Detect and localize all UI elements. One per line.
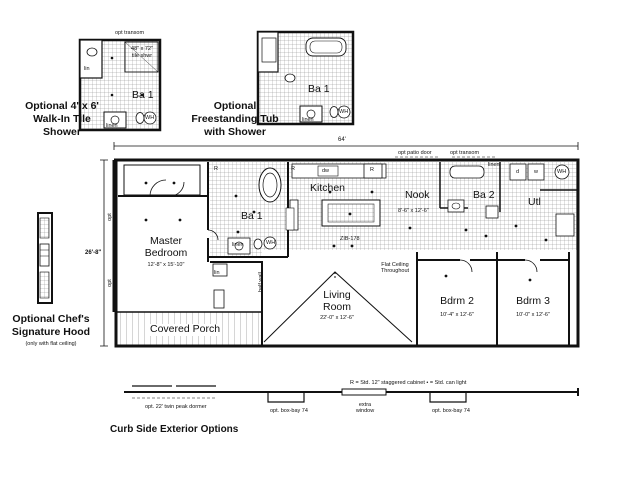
inset1-linen-label: linen [106, 123, 118, 129]
lin-label: lin [84, 66, 90, 72]
exterior-options-title: Curb Side Exterior Options [110, 424, 239, 435]
bedroom3-name: Bdrm 3 [516, 295, 550, 307]
master-bedroom-dims: 12'-8" x 15'-10" [147, 262, 185, 268]
can-light-dot [528, 278, 532, 282]
bedroom2-dims: 10'-4" x 12'-6" [440, 312, 474, 318]
utility-d-label: d [516, 169, 520, 175]
bedroom3-dims: 10'-0" x 12'-6" [516, 312, 550, 318]
can-lights [144, 181, 548, 282]
living-room-dims: 22'-0" x 12'-6" [320, 315, 354, 321]
can-light-dot [110, 93, 114, 97]
opt-transom-top-label: opt transom [450, 150, 480, 156]
nook-name: Nook [405, 189, 430, 201]
bath1-linen: linen [232, 242, 244, 248]
shower-size-label: 48" x 72" tile shwr [131, 46, 153, 60]
main-floor-plan [100, 142, 580, 348]
can-light-dot [110, 56, 114, 60]
can-light-dot [484, 234, 488, 238]
can-light-dot [328, 190, 332, 194]
utility-w-label: w [534, 169, 538, 175]
can-light-dot [178, 218, 182, 222]
can-light-dot [370, 190, 374, 194]
can-light-dot [172, 181, 176, 185]
freestanding-tub-title: Optional Freestanding Tub with Shower [191, 100, 279, 139]
opt-left-2: opt [106, 279, 113, 287]
kitchen-dw-label: dw [322, 168, 330, 174]
can-light-dot [236, 230, 240, 234]
can-light-dot [252, 210, 256, 214]
exterior-options-strip [124, 385, 579, 403]
can-light-dot [444, 274, 448, 278]
overall-depth-label: 26'-8" [85, 250, 102, 256]
overall-width-label: 64' [338, 137, 346, 143]
can-light-dot [144, 181, 148, 185]
inset-chefs-hood [37, 212, 53, 304]
lin-main-label: lin [214, 270, 220, 276]
can-light-dot [464, 228, 468, 232]
kitchen-r-label: R [291, 166, 295, 172]
inset-walk-in-shower [78, 38, 162, 132]
inset1-wh-label: WH [145, 115, 155, 121]
flat-ceiling-note: Flat Ceiling Throughout [380, 262, 410, 275]
bath2-name: Ba 2 [473, 189, 495, 201]
opt-patio-door-label: opt patio door [398, 150, 432, 156]
dormer-label: opt. 22' twin peak dormer [145, 404, 207, 410]
can-light-dot [544, 238, 548, 242]
nook-dims: 8'-6" x 12'-6" [398, 208, 429, 214]
kitchen-r2-label: R [370, 167, 374, 173]
can-light-dot [350, 244, 354, 248]
inset2-linen-label: linen [302, 117, 314, 123]
opt-left-1: opt [106, 213, 113, 221]
inset-freestanding-tub [256, 30, 355, 126]
extra-window-label: extra window [355, 402, 375, 415]
chefs-hood-title: Optional Chef's Signature Hood [11, 313, 91, 339]
inset2-wh-label: WH [339, 109, 349, 115]
opt-transom-label: opt transom [115, 30, 145, 36]
master-r-label: R [214, 166, 218, 172]
covered-porch-name: Covered Porch [148, 323, 223, 336]
boxbay-2-label: opt. box-bay 74 [432, 408, 470, 414]
can-light-dot [348, 212, 352, 216]
walk-in-shower-title: Optional 4' x 6' Walk-In Tile Shower [25, 100, 99, 139]
chefs-hood-note: (only with flat ceiling) [25, 341, 77, 347]
bath1-name: Ba 1 [241, 210, 263, 222]
bath2-linen: linen [488, 162, 500, 168]
can-light-dot [234, 194, 238, 198]
boxbay-1-label: opt. box-bay 74 [270, 408, 308, 414]
inset1-bath-label: Ba 1 [132, 89, 154, 101]
utility-wh-label: WH [557, 169, 567, 175]
kitchen-zib-label: ZIB-178 [340, 236, 360, 242]
can-light-dot [332, 244, 336, 248]
kitchen-name: Kitchen [310, 182, 346, 194]
can-light-dot [140, 93, 144, 97]
bedroom2-name: Bdrm 2 [440, 295, 474, 307]
can-light-dot [408, 226, 412, 230]
legend: R = Std. 12" staggered cabinet • = Std. … [350, 380, 467, 386]
can-light-dot [144, 218, 148, 222]
half-wall-label: half wall [258, 272, 264, 292]
bath1-wh: WH [266, 240, 276, 246]
master-bedroom-name: Master Bedroom [144, 235, 188, 259]
can-light-dot [514, 224, 518, 228]
inset2-bath-label: Ba 1 [308, 83, 330, 95]
living-room-name: Living Room [322, 289, 351, 313]
utility-name: Utl [528, 196, 541, 208]
